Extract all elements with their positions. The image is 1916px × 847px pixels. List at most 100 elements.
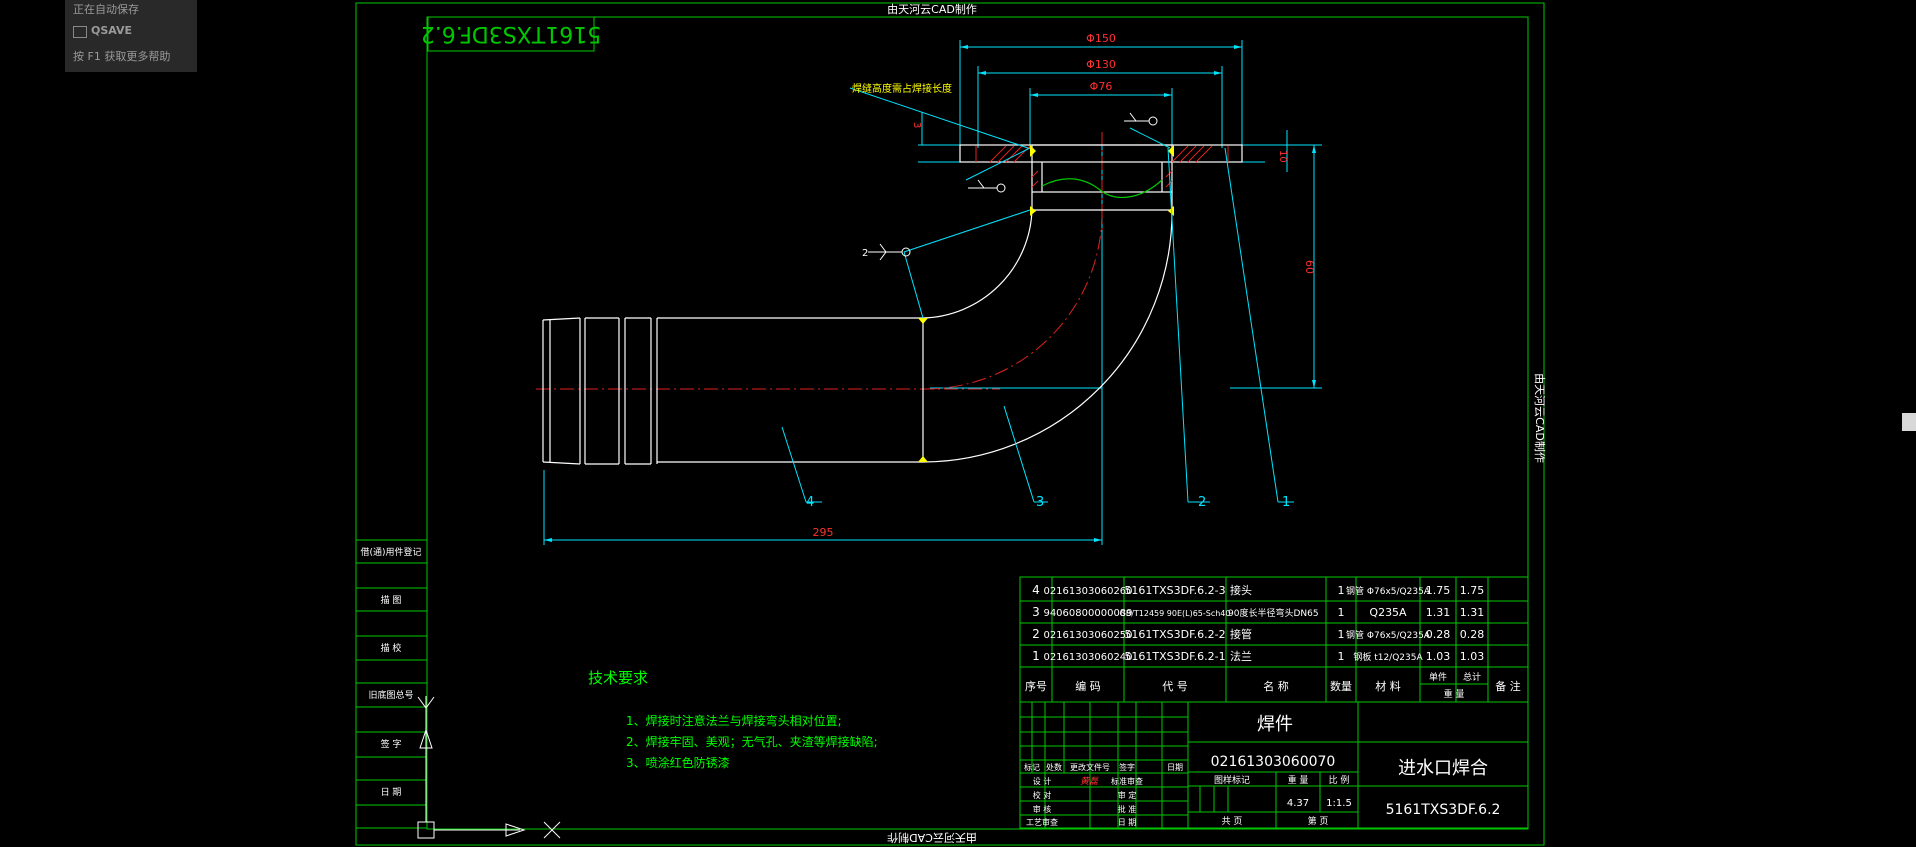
bom-r3-name: 90度长半径弯头DN65 bbox=[1228, 607, 1319, 619]
save-icon bbox=[73, 26, 87, 38]
dim-10: 10 bbox=[1277, 150, 1288, 163]
bom-r2-material: 钢管 Φ76x5/Q235A bbox=[1346, 629, 1431, 641]
weld-symbols bbox=[868, 112, 1158, 261]
dim-d150: Φ150 bbox=[1086, 32, 1116, 45]
dimension-arrows bbox=[544, 45, 1316, 542]
bom-r4-total-wt: 1.75 bbox=[1460, 584, 1485, 597]
tech-req-title: 技术要求 bbox=[588, 669, 648, 687]
weld-note: 焊缝高度需占焊接长度 bbox=[852, 82, 952, 95]
autosave-tooltip: 正在自动保存 QSAVE 按 F1 获取更多帮助 bbox=[65, 0, 197, 72]
dim-3: 3 bbox=[911, 122, 922, 128]
inner-frame bbox=[426, 16, 1529, 830]
bom-r4-code: 02161303060260 bbox=[1043, 586, 1132, 597]
bom-r4-name: 接头 bbox=[1230, 584, 1252, 597]
tb-label-count: 处数 bbox=[1046, 762, 1062, 772]
bom-r1-name: 法兰 bbox=[1230, 649, 1252, 663]
tb-label-stage: 图样标记 bbox=[1214, 774, 1250, 786]
bom-r1-ref: 5161TXS3DF.6.2-1 bbox=[1124, 650, 1225, 663]
bom-r4-unit-wt: 1.75 bbox=[1426, 584, 1451, 597]
drawing-no-stamp-box bbox=[427, 16, 595, 52]
tb-label-scale: 比 例 bbox=[1329, 774, 1350, 786]
bom-r2-unit-wt: 0.28 bbox=[1426, 628, 1451, 641]
bom-header-ref: 代 号 bbox=[1162, 680, 1188, 693]
title-part-type: 焊件 bbox=[1257, 714, 1293, 735]
autosave-status: 正在自动保存 bbox=[73, 3, 139, 16]
side-label-date: 日 期 bbox=[381, 787, 402, 798]
bom-r3-qty: 1 bbox=[1338, 606, 1345, 619]
bom-header-name: 名 称 bbox=[1263, 679, 1289, 693]
bom-header-total: 总计 bbox=[1463, 671, 1481, 683]
tb-label-mark: 标记 bbox=[1024, 762, 1040, 772]
bom-r3-total-wt: 1.31 bbox=[1460, 606, 1485, 619]
tb-label-standard: 标准审查 bbox=[1111, 776, 1143, 786]
autosave-command: QSAVE bbox=[91, 24, 133, 37]
bom-r1-total-wt: 1.03 bbox=[1460, 650, 1485, 663]
bom-r4-seq: 4 bbox=[1032, 583, 1040, 597]
callout-2: 2 bbox=[1198, 495, 1206, 510]
weld-markers bbox=[918, 145, 1174, 462]
bom-header-material: 材 料 bbox=[1375, 679, 1401, 693]
bom-r1-unit-wt: 1.03 bbox=[1426, 650, 1451, 663]
autosave-help-hint: 按 F1 获取更多帮助 bbox=[73, 50, 171, 63]
part-outlines bbox=[542, 144, 1243, 465]
title-block-grid bbox=[1019, 701, 1529, 829]
bom-r1-seq: 1 bbox=[1032, 649, 1040, 663]
drawing-no-stamp: 5161TXS3DF.6.2 bbox=[421, 21, 602, 46]
bom-r1-material: 钢板 t12/Q235A bbox=[1353, 651, 1423, 663]
bom-r3-seq: 3 bbox=[1032, 605, 1040, 619]
watermark-top: 由天河云CAD制作 bbox=[887, 2, 977, 16]
bom-r3-material: Q235A bbox=[1369, 606, 1407, 619]
dim-295: 295 bbox=[813, 526, 834, 539]
tb-label-sign: 签字 bbox=[1119, 762, 1135, 772]
tb-weight-value: 4.37 bbox=[1287, 798, 1309, 809]
bom-r3-code: 94060800000089 bbox=[1043, 608, 1132, 619]
dimension-lines bbox=[543, 40, 1322, 545]
bom-header-code: 编 码 bbox=[1075, 679, 1101, 693]
bom-r4-qty: 1 bbox=[1338, 584, 1345, 597]
dim-60: 60 bbox=[1303, 260, 1316, 274]
dim-d76: Φ76 bbox=[1090, 80, 1113, 93]
break-line bbox=[1041, 178, 1163, 198]
weld-symbol-label: 2 bbox=[862, 248, 868, 259]
bom-r2-ref: 5161TXS3DF.6.2-2 bbox=[1124, 628, 1225, 641]
tech-req-item-2: 2、焊接牢固、美观；无气孔、夹渣等焊接缺陷; bbox=[626, 734, 878, 749]
side-label-reg: 借(通)用件登记 bbox=[360, 546, 421, 558]
ucs-icon[interactable] bbox=[417, 696, 561, 839]
section-hatch bbox=[975, 145, 1229, 188]
vertical-scrollbar-thumb[interactable] bbox=[1902, 413, 1916, 431]
callout-3: 3 bbox=[1036, 495, 1044, 510]
bom-r3-ref: GB/T12459 90E(L)65-Sch40 bbox=[1120, 609, 1231, 618]
outer-frame bbox=[355, 2, 1545, 846]
callout-1: 1 bbox=[1282, 495, 1290, 510]
bom-header-unit: 单件 bbox=[1429, 671, 1447, 683]
tb-label-day: 日 期 bbox=[1118, 818, 1137, 827]
bom-grid bbox=[1019, 576, 1529, 703]
title-part-name: 进水口焊合 bbox=[1398, 758, 1488, 779]
watermark-right: 由天河云CAD制作 bbox=[1533, 373, 1547, 463]
tb-scale-value: 1:1.5 bbox=[1326, 798, 1352, 809]
side-label-trace: 描 图 bbox=[381, 594, 402, 606]
title-drawing-no: 5161TXS3DF.6.2 bbox=[1386, 802, 1501, 818]
bom-header-seq: 序号 bbox=[1025, 679, 1047, 693]
tb-label-design: 设 计 bbox=[1033, 776, 1052, 786]
bom-r2-name: 接管 bbox=[1230, 627, 1252, 641]
watermark-bottom: 由天河云CAD制作 bbox=[887, 831, 977, 845]
tb-label-sheet: 第 页 bbox=[1308, 815, 1329, 827]
title-drawing-code: 02161303060070 bbox=[1211, 754, 1336, 770]
bom-r1-qty: 1 bbox=[1338, 650, 1345, 663]
centerlines bbox=[536, 132, 1103, 390]
tb-label-review: 审 核 bbox=[1033, 804, 1052, 814]
tb-label-date: 日期 bbox=[1167, 763, 1183, 772]
bom-r1-code: 02161303060240 bbox=[1043, 652, 1132, 663]
tech-req-item-3: 3、喷涂红色防锈漆 bbox=[626, 755, 730, 770]
dim-d130: Φ130 bbox=[1086, 58, 1116, 71]
bom-header-qty: 数量 bbox=[1330, 680, 1352, 693]
bom-header-note: 备 注 bbox=[1495, 679, 1521, 693]
tb-label-approve: 批 准 bbox=[1118, 804, 1137, 814]
tb-label-change-doc: 更改文件号 bbox=[1070, 762, 1110, 772]
bom-r4-ref: 5161TXS3DF.6.2-3 bbox=[1124, 584, 1225, 597]
tech-req-item-1: 1、焊接时注意法兰与焊接弯头相对位置; bbox=[626, 713, 842, 728]
side-label-sign: 签 字 bbox=[381, 738, 402, 750]
